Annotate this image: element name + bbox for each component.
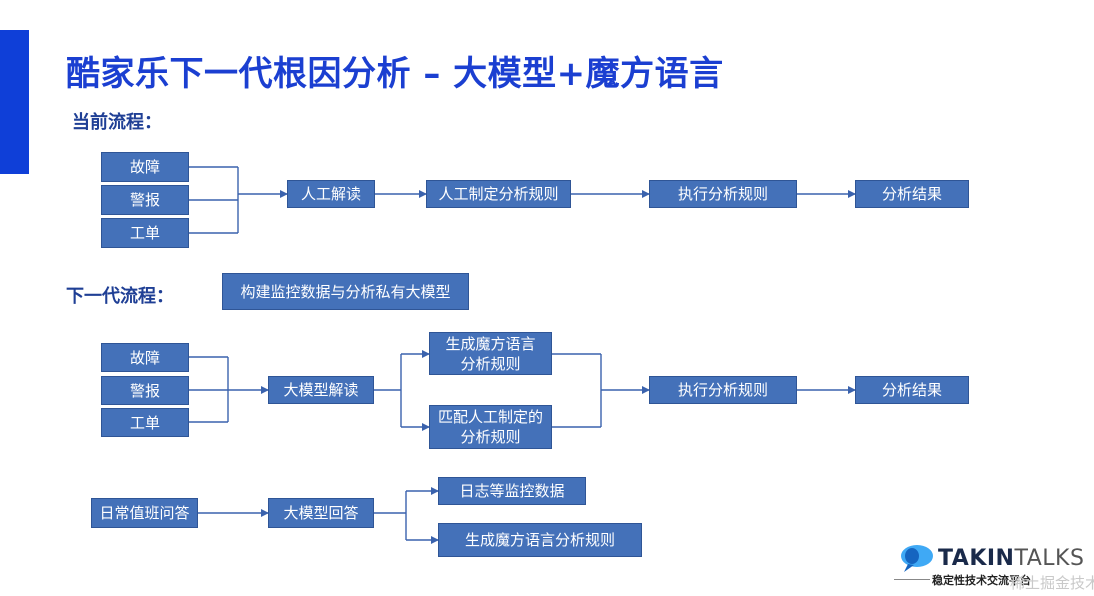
next-step-result: 分析结果 <box>855 376 969 404</box>
watermark: 稀土掘金技术社区 <box>1010 574 1094 592</box>
current-flow-label: 当前流程： <box>72 112 162 133</box>
next-branch-generate-rules: 生成魔方语言 分析规则 <box>429 332 552 375</box>
branch-a-line2: 分析规则 <box>460 354 521 373</box>
branch-a-line1: 生成魔方语言 <box>445 334 536 353</box>
takin-talks-logo: TAKINTALKS 稳定性技术交流平台 稀土掘金技术社区 <box>894 544 1094 594</box>
current-step-execute: 执行分析规则 <box>649 180 797 208</box>
current-step-manual-rules: 人工制定分析规则 <box>426 180 571 208</box>
accent-bar <box>0 30 29 174</box>
branch-b-line2: 分析规则 <box>460 428 521 446</box>
next-branch-match-rules: 匹配人工制定的 分析规则 <box>429 405 552 449</box>
current-step-manual-interpret: 人工解读 <box>287 180 375 208</box>
qa-start: 日常值班问答 <box>91 498 198 528</box>
next-prerequisite: 构建监控数据与分析私有大模型 <box>222 273 469 310</box>
next-flow-label: 下一代流程： <box>66 286 174 307</box>
next-step-execute: 执行分析规则 <box>649 376 797 404</box>
next-input-ticket: 工单 <box>101 408 189 437</box>
logo-subtitle: 稳定性技术交流平台 <box>932 574 1031 587</box>
speech-bubble-icon <box>901 545 933 572</box>
next-input-alert: 警报 <box>101 376 189 405</box>
current-input-fault: 故障 <box>101 152 189 182</box>
current-input-ticket: 工单 <box>101 218 189 248</box>
qa-llm-answer: 大模型回答 <box>268 498 374 528</box>
logo-rule <box>894 579 930 580</box>
next-step-llm-interpret: 大模型解读 <box>268 376 374 404</box>
current-step-result: 分析结果 <box>855 180 969 208</box>
logo-wordmark: TAKINTALKS <box>938 546 1085 571</box>
current-input-alert: 警报 <box>101 185 189 215</box>
branch-b-line1: 匹配人工制定的 <box>437 408 543 426</box>
qa-output-generate-rules: 生成魔方语言分析规则 <box>438 523 642 557</box>
next-input-fault: 故障 <box>101 343 189 372</box>
page-title: 酷家乐下一代根因分析 – 大模型+魔方语言 <box>66 54 724 94</box>
qa-output-monitoring-data: 日志等监控数据 <box>438 477 586 505</box>
